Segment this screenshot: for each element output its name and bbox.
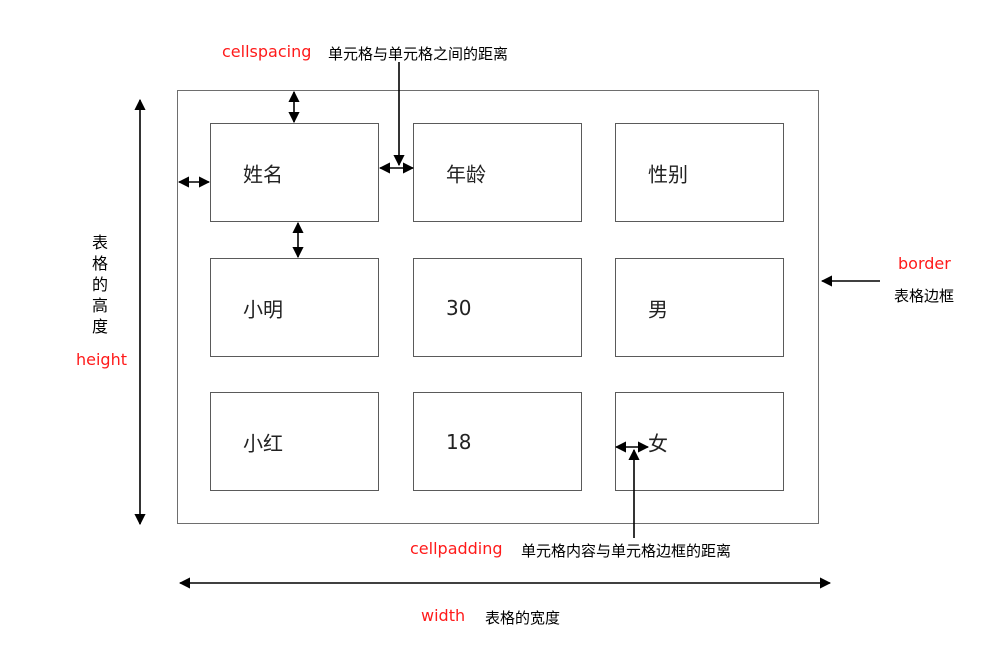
cellpadding-desc: 单元格内容与单元格边框的距离 [521, 542, 732, 560]
cellspacing-term: cellspacing [222, 42, 312, 61]
cellpadding-term: cellpadding [410, 539, 503, 558]
cell-text: 男 [648, 297, 668, 321]
cell-text: 18 [446, 429, 472, 454]
table-cell: 18 [413, 392, 582, 491]
table-cell: 性别 [615, 123, 784, 222]
table-cell: 年龄 [413, 123, 582, 222]
height-desc: 表格的高度 [91, 233, 108, 336]
cell-text: 小明 [243, 297, 283, 321]
cell-text: 女 [648, 431, 668, 455]
table-cell: 30 [413, 258, 582, 357]
cell-text: 年龄 [446, 162, 486, 186]
width-term: width [421, 606, 466, 625]
cell-text: 姓名 [243, 162, 283, 186]
width-desc: 表格的宽度 [485, 609, 561, 627]
cell-text: 30 [446, 295, 472, 320]
table-cell: 小明 [210, 258, 379, 357]
cell-text: 小红 [243, 431, 283, 455]
table-cell: 小红 [210, 392, 379, 491]
table-border [177, 90, 819, 524]
height-term: height [76, 350, 127, 369]
table-cell: 男 [615, 258, 784, 357]
table-cell: 姓名 [210, 123, 379, 222]
cellspacing-desc: 单元格与单元格之间的距离 [328, 45, 509, 63]
border-desc: 表格边框 [894, 287, 955, 305]
border-term: border [898, 254, 951, 273]
cell-text: 性别 [648, 162, 688, 186]
